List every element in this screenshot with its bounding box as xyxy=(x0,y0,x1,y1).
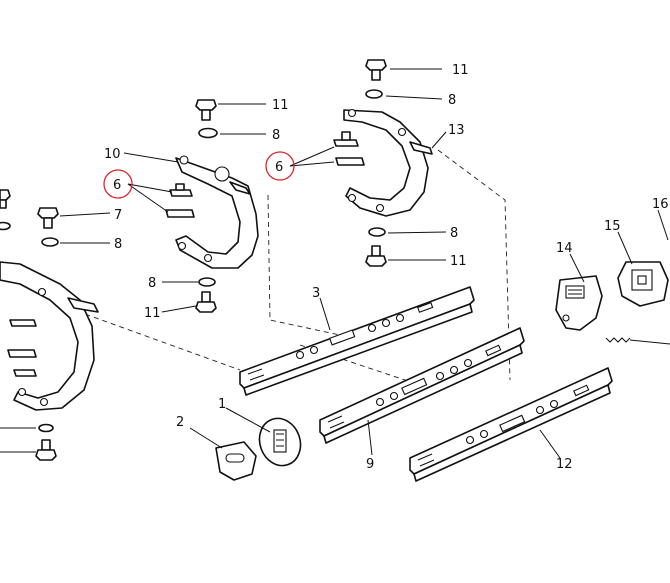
screw-7-left xyxy=(37,207,59,229)
callout-3: 3 xyxy=(312,286,320,301)
bracket-part-10 xyxy=(175,155,259,269)
screw-11-right-lower xyxy=(365,245,387,267)
washer-left-bottom xyxy=(38,423,54,433)
callout-8-center-lower: 8 xyxy=(148,276,156,291)
callout-11-center: 11 xyxy=(272,98,289,113)
washer-8-left xyxy=(41,237,59,247)
screw-left-bottom xyxy=(35,439,57,461)
leader-lines xyxy=(0,68,670,459)
washer-8-center-lower xyxy=(198,277,216,287)
bracket-right xyxy=(343,108,433,217)
screw-left-edge xyxy=(0,189,11,231)
callout-10: 10 xyxy=(104,147,121,162)
callout-8-left: 8 xyxy=(114,237,122,252)
callout-14: 14 xyxy=(556,241,573,256)
rail-part-9 xyxy=(319,327,525,444)
washer-8-top-right xyxy=(365,89,383,99)
bracket-left xyxy=(0,261,99,411)
callout-13: 13 xyxy=(448,123,465,138)
callout-15: 15 xyxy=(604,219,621,234)
tab-part-6-right xyxy=(333,131,365,166)
callout-7: 7 xyxy=(114,208,122,223)
plate-part-14 xyxy=(555,275,603,331)
rail-part-12 xyxy=(409,367,613,482)
spring-part xyxy=(605,337,631,343)
screw-11-center-lower xyxy=(195,291,217,313)
washer-8-right-lower xyxy=(368,227,386,237)
callout-8-center: 8 xyxy=(272,128,280,143)
rail-part-3 xyxy=(239,286,475,396)
washer-8-center xyxy=(198,127,218,139)
callout-6-left: 6 xyxy=(113,178,121,193)
highlight-circle-6-right xyxy=(265,151,295,181)
callout-11-top-right: 11 xyxy=(452,63,469,78)
screw-11-top-right xyxy=(365,59,387,81)
screw-11-center xyxy=(195,99,217,121)
disk-part-15 xyxy=(617,261,669,307)
tab-part-6-center xyxy=(165,183,195,218)
callout-11-center-lower: 11 xyxy=(144,306,161,321)
callout-8-top-right: 8 xyxy=(448,93,456,108)
callout-12: 12 xyxy=(556,457,573,472)
callout-11-right-lower: 11 xyxy=(450,254,467,269)
callout-2: 2 xyxy=(176,415,184,430)
callout-6-right: 6 xyxy=(275,160,283,175)
callout-9: 9 xyxy=(366,457,374,472)
callout-16: 16 xyxy=(652,197,669,212)
callout-8-right-lower: 8 xyxy=(450,226,458,241)
callout-1: 1 xyxy=(218,397,226,412)
disk-part-1 xyxy=(258,417,302,467)
highlight-circle-6-left xyxy=(103,169,133,199)
assembly-guide-lines xyxy=(59,149,511,386)
disk-part-2 xyxy=(215,441,257,481)
